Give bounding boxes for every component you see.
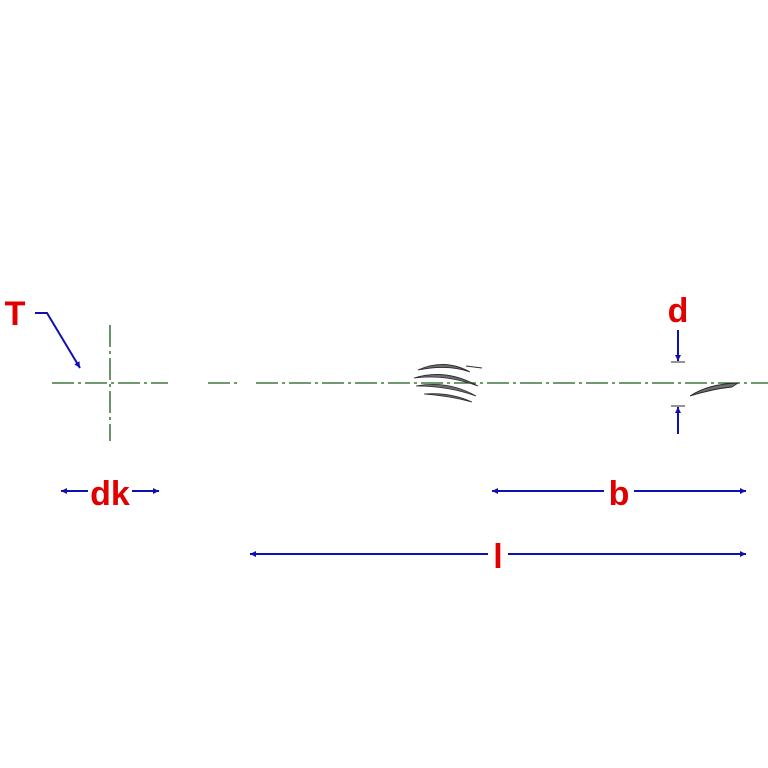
label-thread-length: b: [609, 475, 630, 513]
label-thread: T: [5, 295, 26, 333]
label-length: l: [493, 538, 502, 576]
thread-mark-tail: [465, 365, 483, 369]
thread-mark-3: [415, 383, 477, 397]
thread-mark-4: [423, 393, 473, 403]
label-diameter: d: [668, 292, 689, 330]
center-lines: [52, 325, 768, 441]
thread-mark-2: [413, 374, 479, 387]
label-head-diameter: dk: [90, 475, 130, 513]
thread-mark-1: [417, 364, 471, 373]
tip-section-mark: [689, 382, 740, 397]
thread-leader-line: [35, 312, 81, 369]
thread-section-marks: [413, 364, 483, 403]
